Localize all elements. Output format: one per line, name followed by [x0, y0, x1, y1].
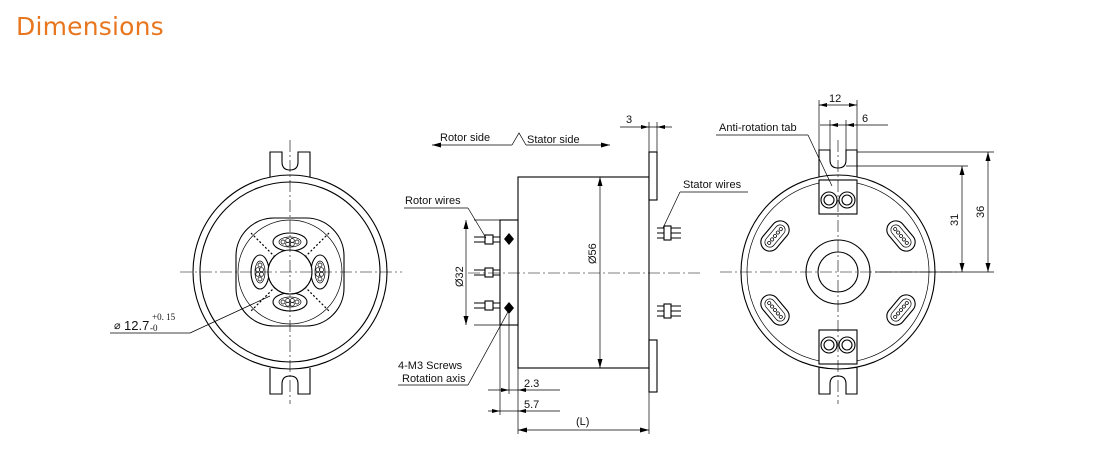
- dim-6: 6: [862, 113, 868, 125]
- dim-31: 31: [949, 214, 961, 226]
- dim-36: 36: [975, 206, 987, 218]
- housing-body: [517, 176, 650, 369]
- screws-label: 4-M3 Screws: [398, 360, 463, 372]
- bore-dimension: 12.7: [124, 318, 149, 333]
- stator-side-label: Stator side: [527, 134, 580, 146]
- front-view: ⌀ 12.7 +0. 15 -0: [110, 140, 402, 404]
- dim-dia56: Ø56: [587, 243, 599, 264]
- bore-symbol: ⌀: [114, 320, 121, 332]
- side-view: Rotor side Stator side: [398, 114, 748, 434]
- dim-3: 3: [626, 114, 632, 126]
- rotor-wires: [474, 234, 500, 311]
- rotor-wires-label: Rotor wires: [405, 195, 461, 207]
- bore-tolerance-upper: +0. 15: [152, 312, 176, 322]
- section-title: Dimensions: [16, 12, 164, 41]
- rear-view: 12 6 Anti-rotation tab 31 36: [716, 93, 994, 404]
- rotation-axis-label: Rotation axis: [402, 373, 466, 385]
- dim-5-7: 5.7: [524, 399, 539, 411]
- stator-wires-label: Stator wires: [683, 179, 742, 191]
- stator-wires: [657, 225, 681, 319]
- rotor-side-label: Rotor side: [440, 132, 490, 144]
- dim-12: 12: [829, 93, 841, 105]
- dim-dia32: Ø32: [454, 266, 466, 287]
- bore-tolerance-lower: -0: [150, 323, 158, 333]
- anti-rotation-tab-label: Anti-rotation tab: [719, 122, 797, 134]
- dim-L: (L): [576, 416, 589, 428]
- dim-2-3: 2.3: [524, 378, 539, 390]
